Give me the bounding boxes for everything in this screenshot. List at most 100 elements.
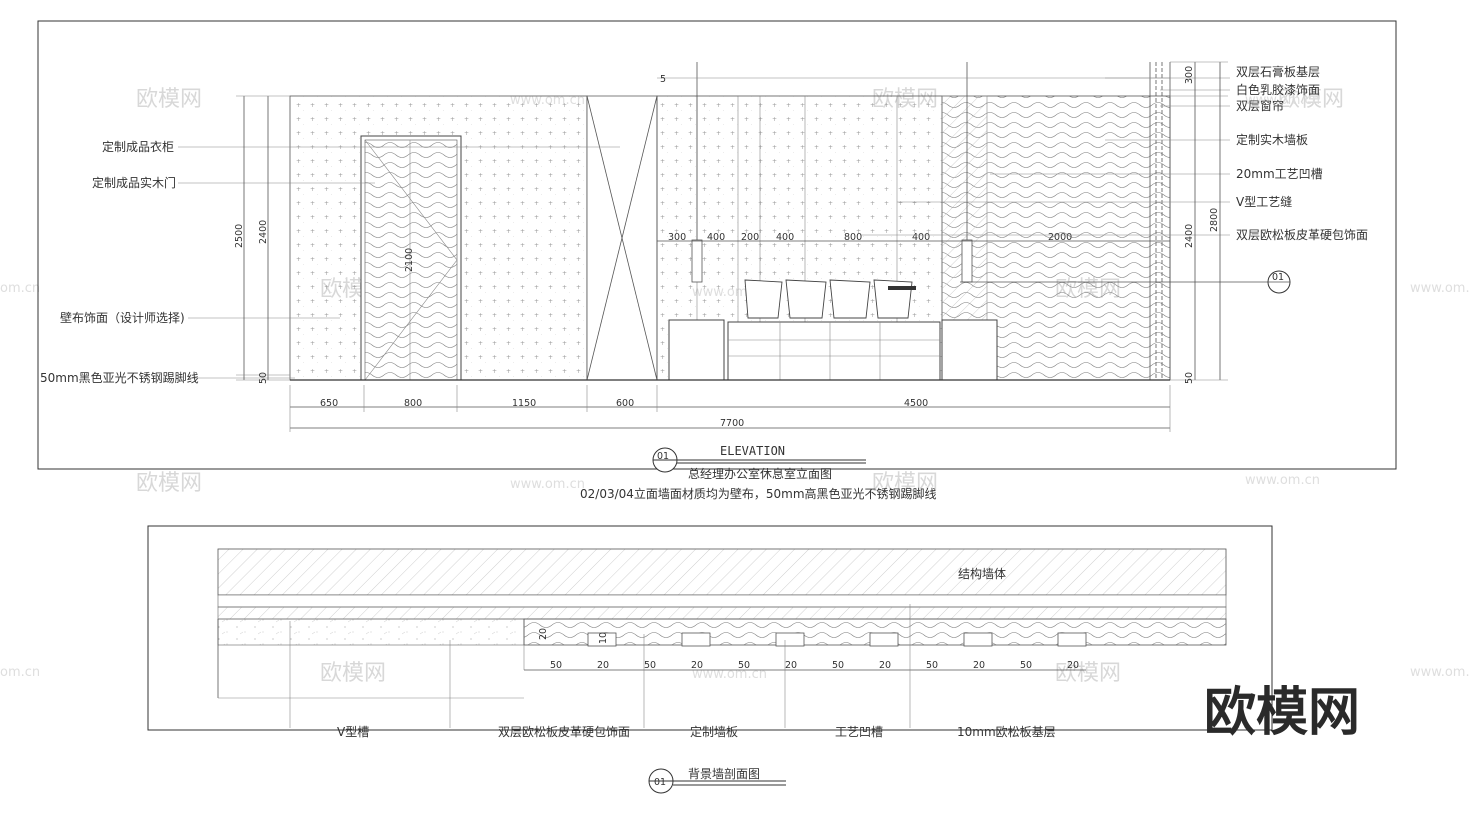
label-wardrobe: 定制成品衣柜 bbox=[102, 139, 174, 154]
section-callout: 01 bbox=[960, 270, 1291, 294]
dim-h: 50 bbox=[644, 660, 656, 671]
watermark-url: www.om.cn bbox=[1410, 665, 1470, 680]
left-vertical-dims: 2500 2400 50 2100 5 bbox=[234, 74, 666, 384]
elevation-title: 01 ELEVATION 总经理办公室休息室立面图 02/03/04立面墙面材质… bbox=[580, 444, 937, 501]
label-skirting: 50mm黑色亚光不锈钢踢脚线 bbox=[40, 370, 199, 385]
structural-wall bbox=[217, 548, 1227, 596]
dim-top: 400 bbox=[776, 232, 794, 243]
section-title-number: 01 bbox=[654, 777, 666, 788]
dim-2500: 2500 bbox=[234, 224, 245, 248]
watermark-url: www.om.cn bbox=[1245, 93, 1320, 108]
section-frame bbox=[147, 525, 1273, 731]
watermark-text: 欧模网 bbox=[136, 471, 202, 496]
dim-h: 20 bbox=[785, 660, 797, 671]
dim-h: 50 bbox=[832, 660, 844, 671]
section-title-cn: 背景墙剖面图 bbox=[688, 767, 760, 781]
dim-bottom: 1150 bbox=[512, 398, 536, 409]
nightstand bbox=[941, 319, 998, 381]
watermark-text: 欧模网 bbox=[320, 661, 386, 686]
dim-300: 300 bbox=[1184, 66, 1195, 84]
right-vertical-dims: 300 2800 2400 50 bbox=[1170, 61, 1228, 384]
section-drawing: 结构墙体 20 10 bbox=[217, 548, 1227, 699]
bottom-dims: 650 800 1150 600 4500 7700 bbox=[289, 385, 1171, 432]
label-groove: 20mm工艺凹槽 bbox=[1236, 167, 1323, 181]
sofa bbox=[727, 321, 941, 381]
dim-top: 800 bbox=[844, 232, 862, 243]
top-dims: 300 400 200 400 800 400 2000 bbox=[657, 232, 1170, 243]
label-wallcloth: 壁布饰面（设计师选择) bbox=[60, 310, 185, 325]
section-title: 01 背景墙剖面图 bbox=[648, 767, 786, 794]
dim-h: 20 bbox=[879, 660, 891, 671]
dim-h: 20 bbox=[973, 660, 985, 671]
callout-number: 01 bbox=[1272, 272, 1284, 283]
section-bottom-labels: V型槽 双层欧松板皮革硬包饰面 定制墙板 工艺凹槽 10mm欧松板基层 bbox=[289, 604, 1056, 739]
dim-h: 50 bbox=[1020, 660, 1032, 671]
label-wood-panel: 定制实木墙板 bbox=[1236, 132, 1308, 147]
dim-h: 50 bbox=[738, 660, 750, 671]
elevation-frame bbox=[37, 20, 1397, 470]
title-en: ELEVATION bbox=[720, 444, 785, 458]
watermark-url: om.cn bbox=[0, 665, 40, 680]
label-structural-wall: 结构墙体 bbox=[958, 566, 1006, 581]
dim-top: 400 bbox=[707, 232, 725, 243]
label-v-seam: V型工艺缝 bbox=[1236, 194, 1292, 209]
dim-h: 20 bbox=[691, 660, 703, 671]
cushion bbox=[785, 279, 827, 319]
watermark-text: 欧模网 bbox=[1055, 661, 1121, 686]
nightstand bbox=[668, 319, 725, 381]
watermark-text: 欧模网 bbox=[872, 471, 938, 496]
label-v-groove: V型槽 bbox=[337, 725, 369, 739]
watermark-text: 欧模网 bbox=[136, 87, 202, 112]
watermark-url: om.cn bbox=[0, 281, 40, 296]
dim-top: 2000 bbox=[1048, 232, 1072, 243]
watermark-text: 欧模网 bbox=[1278, 87, 1344, 112]
watermark-url: www.om.cn bbox=[1245, 473, 1320, 488]
dim-h: 50 bbox=[550, 660, 562, 671]
dim-50: 50 bbox=[1184, 372, 1195, 384]
dim-top: 400 bbox=[912, 232, 930, 243]
dim-20: 20 bbox=[538, 628, 549, 640]
cushion bbox=[744, 279, 783, 319]
cushion bbox=[829, 279, 871, 319]
watermark-url: www.om.cn bbox=[1410, 281, 1470, 296]
label-leather-panel: 双层欧松板皮革硬包饰面 bbox=[1236, 228, 1368, 242]
label-gypsum: 双层石膏板基层 bbox=[1236, 64, 1320, 79]
dim-2400: 2400 bbox=[258, 220, 269, 244]
dim-h: 50 bbox=[926, 660, 938, 671]
label-osb: 10mm欧松板基层 bbox=[957, 725, 1056, 739]
dim-total: 7700 bbox=[720, 418, 744, 429]
dim-bottom: 4500 bbox=[904, 398, 928, 409]
dim-door-2100: 2100 bbox=[404, 248, 415, 272]
dim-top: 300 bbox=[668, 232, 686, 243]
dim-top: 200 bbox=[741, 232, 759, 243]
section-dims: 50 20 50 20 50 20 50 20 50 20 50 20 bbox=[550, 660, 1079, 671]
dim-10: 10 bbox=[598, 632, 609, 644]
elevation-right-labels: 双层石膏板基层 白色乳胶漆饰面 双层窗帘 定制实木墙板 20mm工艺凹槽 V型工… bbox=[860, 64, 1368, 242]
title-number: 01 bbox=[657, 451, 669, 462]
watermark-url: www.om.cn bbox=[510, 477, 585, 492]
label-curtain: 双层窗帘 bbox=[1236, 98, 1284, 113]
elevation-drawing bbox=[289, 62, 1171, 381]
elevation-note: 02/03/04立面墙面材质均为壁布，50mm高黑色亚光不锈钢踢脚线 bbox=[580, 486, 937, 501]
label-groove: 工艺凹槽 bbox=[835, 725, 883, 739]
label-wall-panel: 定制墙板 bbox=[690, 724, 738, 739]
dim-2400: 2400 bbox=[1184, 224, 1195, 248]
wooden-door bbox=[364, 139, 458, 381]
title-cn: 总经理办公室休息室立面图 bbox=[688, 466, 832, 481]
brand-logo: 欧模网 bbox=[1204, 683, 1360, 743]
label-door: 定制成品实木门 bbox=[92, 175, 176, 190]
dim-2800: 2800 bbox=[1209, 208, 1220, 232]
cushion bbox=[873, 279, 913, 319]
angle-mark: 5 bbox=[660, 74, 666, 85]
dim-50: 50 bbox=[258, 372, 269, 384]
dim-h: 20 bbox=[1067, 660, 1079, 671]
dim-bottom: 650 bbox=[320, 398, 338, 409]
elevation-left-labels: 定制成品衣柜 定制成品实木门 壁布饰面（设计师选择) 50mm黑色亚光不锈钢踢脚… bbox=[40, 139, 620, 385]
tray bbox=[888, 286, 916, 290]
dim-bottom: 600 bbox=[616, 398, 634, 409]
watermark-url: www.om.cn bbox=[692, 667, 767, 682]
dim-bottom: 800 bbox=[404, 398, 422, 409]
label-leather: 双层欧松板皮革硬包饰面 bbox=[498, 725, 630, 739]
pendant-lamp bbox=[691, 239, 703, 283]
